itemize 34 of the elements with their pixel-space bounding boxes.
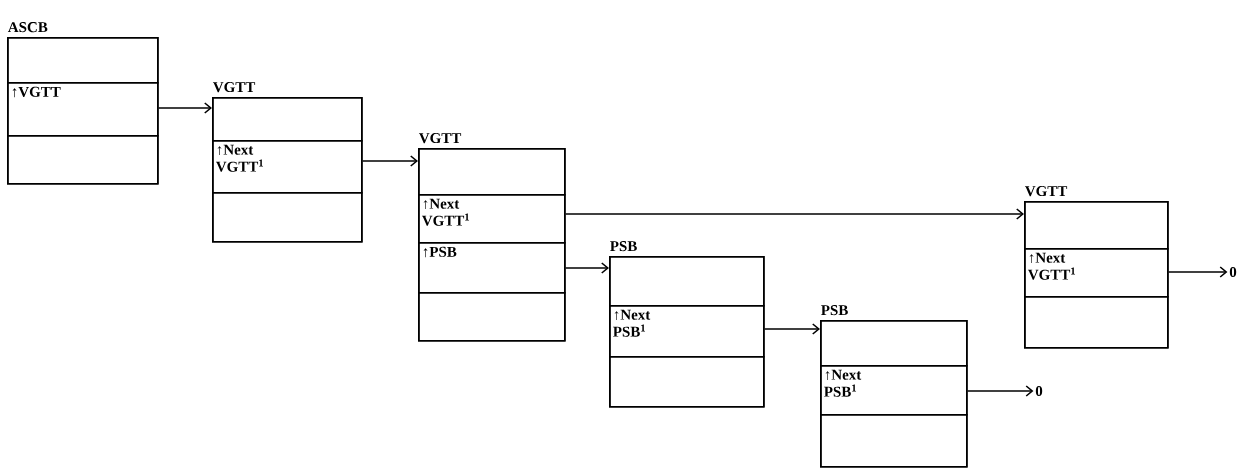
arrow	[361, 155, 418, 167]
node-label: PSB	[610, 241, 637, 252]
field-cell: ↑Next VGTT$^{1}$	[1024, 248, 1169, 298]
node-label: VGTT	[1024, 186, 1068, 197]
empty-cell	[212, 97, 363, 142]
field-cell: ↑Next VGTT$^{1}$	[418, 194, 566, 244]
arrow	[763, 323, 820, 335]
node-label: PSB	[821, 305, 848, 316]
node-label: VGTT	[418, 133, 462, 144]
null-pointer-text: 0	[1035, 385, 1043, 397]
node-label: VGTT	[212, 82, 256, 93]
empty-cell	[609, 356, 765, 408]
empty-cell	[7, 135, 159, 185]
empty-cell	[1024, 296, 1169, 349]
empty-cell	[418, 292, 566, 342]
empty-cell	[609, 256, 765, 307]
field-cell: ↑VGTT	[7, 82, 159, 137]
empty-cell	[820, 320, 968, 367]
field-cell: ↑Next PSB$^{1}$	[820, 365, 968, 416]
arrow	[1167, 266, 1228, 278]
empty-cell	[418, 148, 566, 196]
empty-cell	[1024, 201, 1169, 250]
null-pointer-text: 0	[1229, 266, 1237, 278]
arrow	[157, 102, 212, 114]
field-cell: ↑PSB	[418, 242, 566, 294]
field-cell: ↑Next VGTT$^{1}$	[212, 140, 363, 194]
field-cell: ↑Next PSB$^{1}$	[609, 305, 765, 358]
empty-cell	[7, 37, 159, 84]
arrow	[564, 262, 609, 274]
empty-cell	[820, 414, 968, 468]
arrow	[966, 385, 1034, 397]
arrow	[564, 208, 1024, 220]
empty-cell	[212, 192, 363, 243]
node-label: ASCB	[7, 22, 48, 33]
